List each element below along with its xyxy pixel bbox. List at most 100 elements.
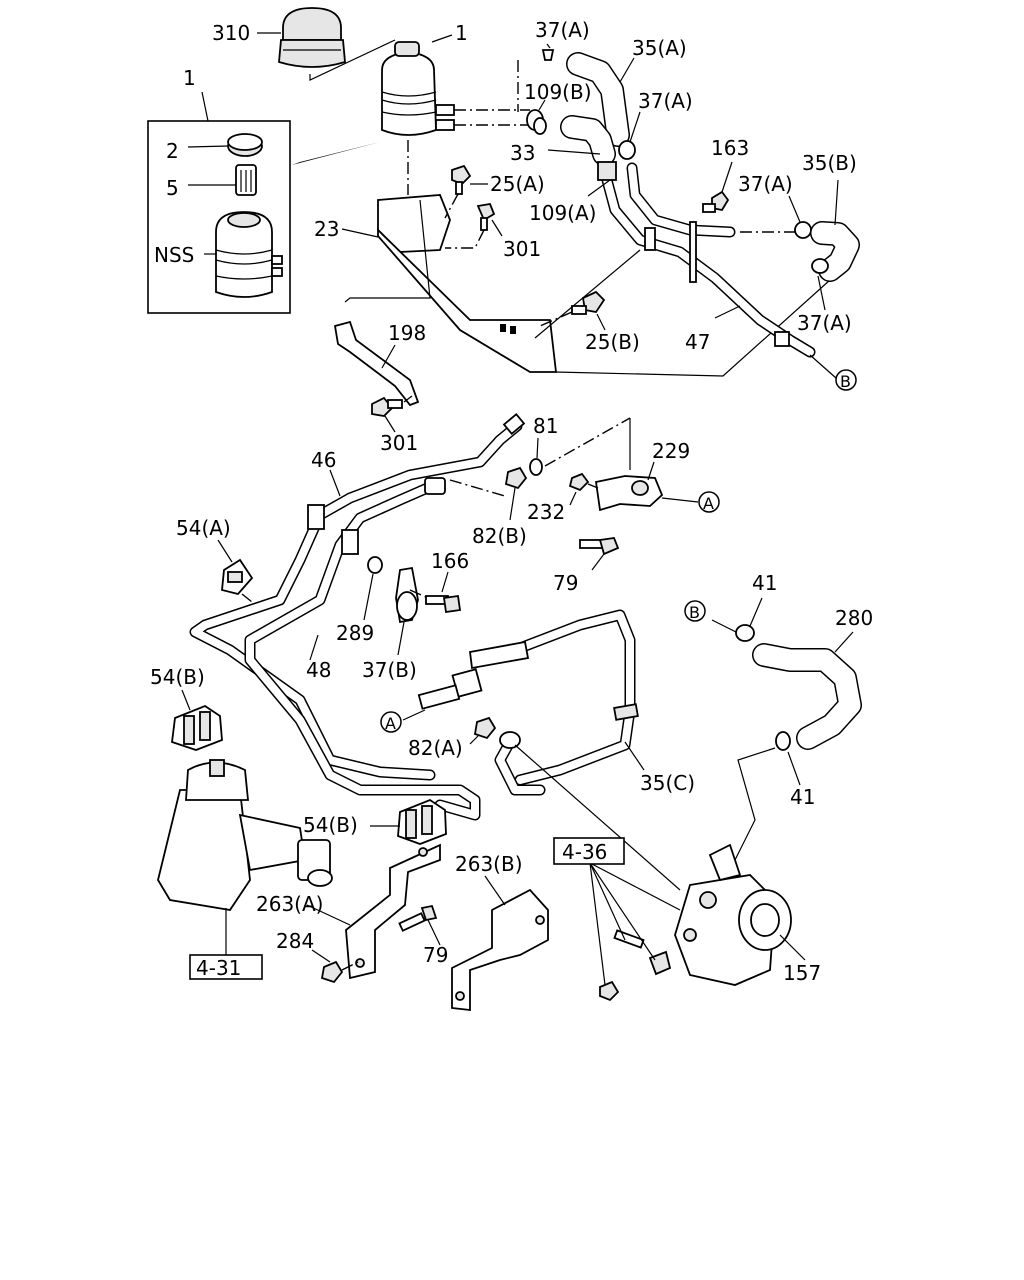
callout-109B: 109(B)	[524, 80, 592, 104]
callout-1-box: 1	[183, 66, 196, 90]
connector-B-1: B	[835, 369, 857, 391]
hose-280	[752, 643, 862, 750]
reference-4-31-label: 4-31	[196, 956, 241, 980]
callout-157: 157	[783, 961, 821, 985]
bracket-23	[377, 194, 558, 373]
callout-35C: 35(C)	[640, 771, 695, 795]
callout-263A: 263(A)	[256, 892, 323, 916]
callout-232: 232	[527, 500, 565, 524]
bolt-25B	[571, 290, 606, 315]
callout-79-b: 79	[423, 943, 448, 967]
clamp-37A-2	[618, 140, 636, 160]
callout-41-a: 41	[752, 571, 777, 595]
callout-33: 33	[510, 141, 535, 165]
bolt-79-b	[398, 904, 438, 932]
callout-81: 81	[533, 414, 558, 438]
callout-229: 229	[652, 439, 690, 463]
filter-5	[235, 164, 257, 196]
callout-37A-4: 37(A)	[797, 311, 852, 335]
steering-gear	[157, 759, 333, 911]
washer-289	[367, 556, 383, 574]
bracket-229	[594, 475, 664, 512]
callout-79-a: 79	[553, 571, 578, 595]
bolt-166	[425, 594, 462, 614]
callout-198: 198	[388, 321, 426, 345]
nut-232	[568, 472, 590, 492]
bracket-263B	[451, 888, 549, 1012]
callout-263B: 263(B)	[455, 852, 523, 876]
reservoir-nss	[215, 211, 283, 298]
bracket-263A	[345, 843, 441, 980]
clip-54B-1	[171, 704, 223, 751]
hose-35C	[417, 609, 639, 786]
pipe-46	[189, 412, 526, 781]
bolt-163	[702, 190, 730, 213]
connector-B-2: B	[684, 600, 706, 622]
callout-54B-2: 54(B)	[303, 813, 358, 837]
callout-46: 46	[311, 448, 336, 472]
callout-47: 47	[685, 330, 710, 354]
connector-B-1-label: B	[840, 372, 851, 391]
bolt-301-b	[371, 396, 403, 417]
connector-A-1: A	[698, 491, 720, 513]
callout-nss: NSS	[154, 243, 194, 267]
callout-82A: 82(A)	[408, 736, 463, 760]
callout-301-b: 301	[380, 431, 418, 455]
callout-54B-1: 54(B)	[150, 665, 205, 689]
callout-54A: 54(A)	[176, 516, 231, 540]
reference-box-4-31[interactable]: 4-31	[189, 954, 263, 980]
nut-284	[320, 960, 344, 984]
reservoir-assembly-box	[147, 120, 291, 314]
pipe-47	[597, 161, 816, 358]
hose-33	[560, 115, 616, 166]
callout-1-reservoir: 1	[455, 21, 468, 45]
reservoir-cap-310	[278, 7, 346, 68]
callout-37A-2: 37(A)	[638, 89, 693, 113]
callout-37B: 37(B)	[362, 658, 417, 682]
callout-25A: 25(A)	[490, 172, 545, 196]
bolt-pump-mount	[599, 929, 672, 1002]
callout-37A-1: 37(A)	[535, 18, 590, 42]
callout-48: 48	[306, 658, 331, 682]
washer-81	[529, 458, 543, 476]
reference-box-4-36[interactable]: 4-36	[553, 837, 625, 865]
hose-35A	[566, 52, 630, 147]
callout-41-b: 41	[790, 785, 815, 809]
reference-4-36-label: 4-36	[562, 840, 607, 864]
callout-23: 23	[314, 217, 339, 241]
clamp-109B	[526, 109, 547, 135]
bolt-25A	[451, 164, 472, 195]
clamp-41-a	[735, 624, 755, 642]
callout-163: 163	[711, 136, 749, 160]
callout-109A: 109(A)	[529, 201, 596, 225]
fitting-82A-pipe	[494, 731, 546, 796]
bolt-301-a	[476, 202, 496, 231]
clamp-41-b	[775, 731, 791, 751]
connector-B-2-label: B	[689, 603, 700, 622]
nut-82A	[473, 716, 497, 740]
clamp-37A-3	[794, 221, 812, 239]
connector-A-2: A	[380, 711, 402, 733]
bolt-79-a	[579, 537, 620, 556]
callout-37A-3: 37(A)	[738, 172, 793, 196]
callout-35B: 35(B)	[802, 151, 857, 175]
callout-310: 310	[212, 21, 250, 45]
filter-cap-2	[227, 133, 263, 157]
clip-54B-2	[397, 798, 447, 845]
connector-A-2-label: A	[385, 714, 396, 733]
callout-35A: 35(A)	[632, 36, 687, 60]
power-steering-pump-157	[674, 843, 792, 986]
callout-82B: 82(B)	[472, 524, 527, 548]
nut-82B	[504, 466, 528, 490]
callout-301-a: 301	[503, 237, 541, 261]
clamp-37A-4	[811, 258, 829, 274]
hose-35B	[810, 221, 860, 282]
oil-reservoir-1	[381, 41, 455, 136]
clamp-37A-1	[541, 49, 555, 61]
callout-280: 280	[835, 606, 873, 630]
callout-2: 2	[166, 139, 179, 163]
bracket-198	[333, 320, 420, 407]
callout-284: 284	[276, 929, 314, 953]
connector-A-1-label: A	[703, 494, 714, 513]
